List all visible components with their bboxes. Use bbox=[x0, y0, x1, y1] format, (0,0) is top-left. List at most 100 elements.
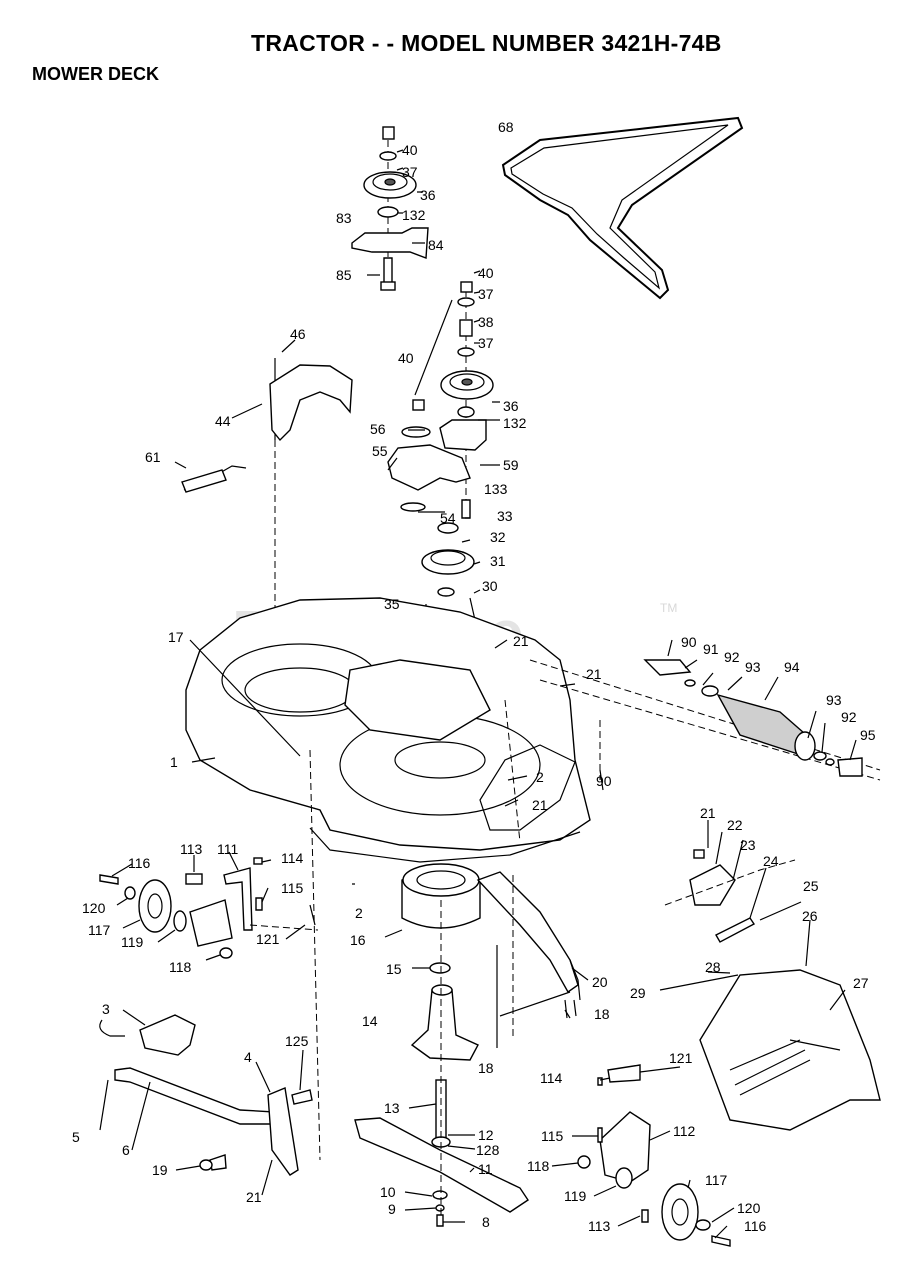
callout-94: 94 bbox=[784, 659, 800, 675]
callout-21: 21 bbox=[700, 805, 716, 821]
callout-30: 30 bbox=[482, 578, 498, 594]
callout-28: 28 bbox=[705, 959, 721, 975]
right-gauge-wheel-assembly bbox=[577, 1064, 731, 1247]
callout-26: 26 bbox=[802, 908, 818, 924]
section-title: MOWER DECK bbox=[32, 64, 159, 84]
callout-25: 25 bbox=[803, 878, 819, 894]
deflector-shield-part bbox=[699, 969, 881, 1131]
callout-125: 125 bbox=[285, 1033, 309, 1049]
belt-guard-part bbox=[269, 364, 353, 442]
idler-plate-part bbox=[387, 444, 471, 491]
lift-bracket-part bbox=[139, 1014, 196, 1056]
callout-55: 55 bbox=[372, 443, 388, 459]
washer-part bbox=[457, 347, 475, 357]
callout-37: 37 bbox=[402, 164, 418, 180]
callout-12: 12 bbox=[478, 1127, 494, 1143]
callout-31: 31 bbox=[490, 553, 506, 569]
callout-92: 92 bbox=[841, 709, 857, 725]
callout-9: 9 bbox=[388, 1201, 396, 1217]
bolt-part bbox=[99, 874, 119, 885]
callout-85: 85 bbox=[336, 267, 352, 283]
bushing-part bbox=[457, 406, 475, 418]
callout-labels: 40 37 36 83 132 84 85 68 40 37 38 37 40 … bbox=[72, 119, 876, 1234]
callout-27: 27 bbox=[853, 975, 869, 991]
bolt-part bbox=[461, 499, 471, 519]
callout-117: 117 bbox=[705, 1172, 728, 1188]
spindle-assembly bbox=[354, 863, 529, 1227]
callout-128: 128 bbox=[476, 1142, 500, 1158]
callout-90: 90 bbox=[681, 634, 697, 650]
wheel-bracket-part bbox=[189, 899, 233, 947]
callout-14: 14 bbox=[362, 1013, 378, 1029]
callout-4: 4 bbox=[244, 1049, 252, 1065]
drive-belt bbox=[501, 116, 744, 300]
spring-part bbox=[715, 917, 756, 943]
callout-59: 59 bbox=[503, 457, 519, 473]
nut-part bbox=[437, 522, 459, 534]
callout-37: 37 bbox=[478, 335, 494, 351]
discharge-chute-assembly bbox=[659, 849, 881, 1131]
callout-120: 120 bbox=[82, 900, 106, 916]
callout-13: 13 bbox=[384, 1100, 400, 1116]
callout-119: 119 bbox=[121, 934, 144, 950]
pulley-part bbox=[421, 549, 475, 575]
callout-19: 19 bbox=[152, 1162, 168, 1178]
callout-24: 24 bbox=[763, 853, 779, 869]
callout-113: 113 bbox=[588, 1218, 611, 1234]
callout-46: 46 bbox=[290, 326, 306, 342]
bolt-head bbox=[380, 281, 396, 291]
callout-23: 23 bbox=[740, 837, 756, 853]
washer-part bbox=[400, 502, 426, 512]
callout-18: 18 bbox=[594, 1006, 610, 1022]
mower-deck-housing bbox=[185, 597, 591, 863]
wheel-bracket-part bbox=[599, 1111, 651, 1183]
axle-bolt-part bbox=[837, 757, 863, 777]
callout-120: 120 bbox=[737, 1200, 761, 1216]
callout-21: 21 bbox=[532, 797, 548, 813]
callout-114: 114 bbox=[281, 850, 304, 866]
callout-38: 38 bbox=[478, 314, 494, 330]
callout-10: 10 bbox=[380, 1184, 396, 1200]
callout-118: 118 bbox=[527, 1158, 550, 1174]
callout-132: 132 bbox=[503, 415, 527, 431]
height-bracket-part bbox=[223, 867, 253, 931]
callout-2: 2 bbox=[355, 905, 363, 921]
callout-68: 68 bbox=[498, 119, 514, 135]
callout-36: 36 bbox=[420, 187, 436, 203]
roller-assembly bbox=[529, 659, 881, 781]
callout-90: 90 bbox=[596, 773, 612, 789]
callout-1: 1 bbox=[170, 754, 178, 770]
idler-bracket-part bbox=[351, 227, 429, 259]
nut-part bbox=[412, 399, 425, 411]
spindle-housing-part bbox=[410, 989, 479, 1061]
callout-93: 93 bbox=[745, 659, 761, 675]
callout-117: 117 bbox=[88, 922, 111, 938]
washer-part bbox=[437, 587, 455, 597]
callout-21: 21 bbox=[586, 666, 602, 682]
callout-21: 21 bbox=[246, 1189, 262, 1205]
callout-91: 91 bbox=[703, 641, 719, 657]
callout-40: 40 bbox=[478, 265, 494, 281]
callout-37: 37 bbox=[478, 286, 494, 302]
callout-118: 118 bbox=[169, 959, 192, 975]
callout-35: 35 bbox=[384, 596, 400, 612]
callout-84: 84 bbox=[428, 237, 444, 253]
callout-119: 119 bbox=[564, 1188, 587, 1204]
callout-121: 121 bbox=[256, 931, 280, 947]
callout-93: 93 bbox=[826, 692, 842, 708]
nut-part bbox=[382, 126, 395, 140]
callout-132: 132 bbox=[402, 207, 426, 223]
gauge-wheel-part bbox=[661, 1183, 699, 1241]
callout-114: 114 bbox=[540, 1070, 563, 1086]
callout-5: 5 bbox=[72, 1129, 80, 1145]
callout-8: 8 bbox=[482, 1214, 490, 1230]
washer-part bbox=[401, 426, 431, 438]
callout-18: 18 bbox=[478, 1060, 494, 1076]
callout-22: 22 bbox=[727, 817, 743, 833]
callout-33: 33 bbox=[497, 508, 513, 524]
callout-17: 17 bbox=[168, 629, 184, 645]
callout-2: 2 bbox=[536, 769, 544, 785]
callout-112: 112 bbox=[673, 1123, 696, 1139]
